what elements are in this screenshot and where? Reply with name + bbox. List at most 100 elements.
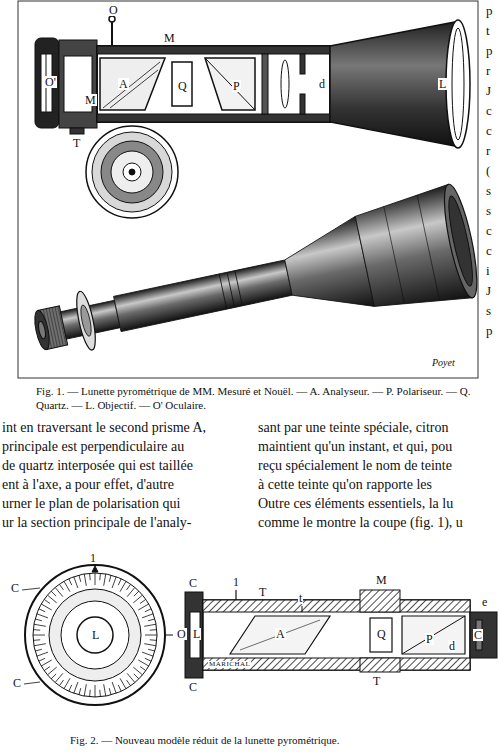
dial-tick bbox=[140, 599, 146, 603]
dial-tick bbox=[44, 667, 50, 671]
section-drawing bbox=[35, 16, 470, 148]
part-letter: T bbox=[72, 137, 81, 149]
dial-tick bbox=[127, 584, 131, 590]
dial-tick bbox=[35, 649, 42, 651]
body-text-line: maintient qu'un instant, et qui, pou bbox=[258, 439, 452, 456]
dial-tick bbox=[41, 604, 51, 610]
maker-mark: MARICHAL bbox=[208, 661, 251, 668]
dial-tick bbox=[134, 674, 139, 679]
part-letter: A bbox=[275, 628, 286, 640]
dial-tick bbox=[48, 667, 57, 675]
cut-text-fragment: r bbox=[486, 64, 490, 77]
engraver-signature: Poyet bbox=[432, 358, 455, 368]
dial-tick bbox=[59, 680, 63, 686]
part-letter: O bbox=[176, 628, 187, 640]
dial-tick bbox=[95, 685, 96, 697]
dial-tick bbox=[89, 573, 91, 580]
dial-tick bbox=[33, 639, 40, 641]
part-letter: L bbox=[438, 78, 447, 90]
dial-tick bbox=[145, 635, 157, 636]
body-text-line: principale est perpendiculaire au bbox=[2, 439, 184, 456]
dial-tick bbox=[127, 588, 135, 597]
body-text-line: ur la section principale de l'analy- bbox=[2, 515, 192, 532]
part-letter: C bbox=[188, 577, 198, 589]
cut-text-fragment: ( bbox=[486, 164, 490, 177]
part-letter: C bbox=[12, 677, 22, 689]
dial-tick bbox=[138, 660, 148, 666]
cut-text-fragment: c bbox=[486, 244, 492, 257]
cut-text-fragment: s bbox=[486, 204, 491, 217]
dial-tick bbox=[55, 588, 63, 597]
dial-tick bbox=[41, 660, 51, 666]
cut-text-fragment: p bbox=[486, 4, 493, 17]
figure-caption: Fig. 2. — Nouveau modèle réduit de la lu… bbox=[70, 733, 490, 747]
part-letter: e bbox=[481, 596, 488, 608]
dial-tick bbox=[51, 591, 56, 596]
dial-tick bbox=[59, 584, 63, 590]
dial-tick bbox=[144, 624, 156, 626]
part-letter: Q bbox=[376, 628, 387, 640]
body-text-line: ent à l'axe, a pour effet, d'autre bbox=[2, 477, 174, 494]
cut-text-fragment: c bbox=[486, 224, 492, 237]
dial-tick bbox=[109, 688, 111, 695]
figure-frame bbox=[18, 1, 478, 378]
dial-tick bbox=[150, 639, 157, 641]
dial-tick bbox=[84, 574, 86, 586]
dial-tick bbox=[99, 690, 101, 697]
part-letter: T bbox=[372, 675, 381, 687]
dial-tick bbox=[148, 619, 155, 621]
dial-tick bbox=[133, 667, 142, 675]
dial-view bbox=[22, 565, 173, 705]
body-text-line: comme le montre la coupe (fig. 1), u bbox=[258, 515, 463, 532]
part-letter: Q bbox=[177, 80, 188, 92]
body-text-line: urner le plan de polarisation qui bbox=[2, 496, 180, 513]
dial-tick bbox=[112, 577, 116, 588]
dial-tick bbox=[127, 680, 131, 686]
dial-tick bbox=[69, 685, 72, 691]
reduced-section bbox=[185, 590, 497, 678]
dial-tick bbox=[74, 682, 78, 693]
dial-tick bbox=[64, 678, 70, 688]
part-letter: P bbox=[425, 633, 434, 645]
part-letter: C bbox=[10, 582, 20, 594]
dial-tick bbox=[127, 673, 135, 682]
dial-tick bbox=[33, 635, 45, 636]
dial-tick bbox=[79, 688, 81, 695]
cut-text-fragment: c bbox=[486, 124, 492, 137]
dial-tick bbox=[44, 599, 50, 603]
dial-tick bbox=[134, 591, 139, 596]
part-letter: P bbox=[232, 80, 241, 92]
figure-caption: Fig. 1. — Lunette pyrométrique de MM. Me… bbox=[36, 384, 476, 413]
part-letter: M bbox=[375, 574, 388, 586]
dial-tick bbox=[55, 673, 63, 682]
dial-tick bbox=[104, 684, 106, 696]
perspective-view bbox=[24, 182, 483, 388]
dial-tick bbox=[145, 609, 151, 612]
cut-text-fragment: s bbox=[486, 184, 491, 197]
part-letter: A bbox=[118, 78, 129, 90]
part-letter: d bbox=[318, 78, 326, 90]
dial-tick bbox=[84, 684, 86, 696]
dial-tick bbox=[34, 624, 46, 626]
end-view bbox=[86, 126, 178, 218]
dial-tick bbox=[39, 609, 45, 612]
dial-tick bbox=[48, 595, 57, 603]
part-letter: L bbox=[192, 628, 201, 640]
dial-tick bbox=[150, 629, 157, 631]
part-letter: M bbox=[163, 32, 176, 44]
dial-tick bbox=[89, 690, 91, 697]
part-letter: t bbox=[298, 592, 303, 604]
part-letter: 1 bbox=[232, 576, 240, 588]
cut-text-fragment: t bbox=[486, 24, 490, 37]
body-text-line: de quartz interposée qui est taillée bbox=[2, 458, 193, 475]
body-text-line: sant par une teinte spéciale, citron bbox=[258, 420, 448, 437]
part-letter: d bbox=[448, 640, 456, 652]
dial-tick bbox=[74, 577, 78, 588]
dial-tick bbox=[142, 652, 153, 656]
dial-tick bbox=[120, 581, 126, 591]
cut-text-fragment: p bbox=[486, 324, 493, 337]
dial-tick bbox=[35, 619, 42, 621]
dial-tick bbox=[39, 658, 45, 661]
dial-tick bbox=[79, 575, 81, 582]
dial-tick bbox=[104, 574, 106, 586]
